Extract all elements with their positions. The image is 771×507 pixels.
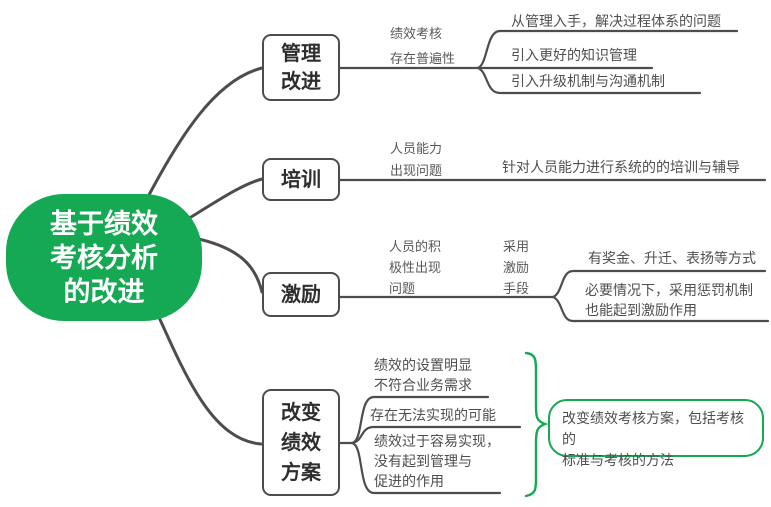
curly-brace-icon <box>524 351 549 498</box>
branch-lines-change-plan <box>338 395 522 495</box>
curve-to-motivation <box>192 236 264 294</box>
leaf-change-plan-2[interactable]: 存在无法实现的可能 <box>370 407 496 423</box>
root-topic[interactable]: 基于绩效 考核分析 的改进 <box>6 194 202 321</box>
branch-box-motivation[interactable]: 激励 <box>262 272 340 317</box>
leaf-motivation-2[interactable]: 必要情况下，采用惩罚机制 也能起到激励作用 <box>585 282 753 318</box>
edge-label-training[interactable]: 人员能力 出现问题 <box>390 141 443 178</box>
curve-to-training <box>181 177 264 224</box>
leaf-motivation-1[interactable]: 有奖金、升迁、表扬等方式 <box>588 250 756 266</box>
leaf-management-3[interactable]: 引入升级机制与沟通机制 <box>511 73 665 89</box>
branch-lines-management <box>338 29 739 95</box>
branch-lines-motivation <box>338 269 770 323</box>
leaf-change-plan-1[interactable]: 绩效的设置明显 不符合业务需求 <box>374 357 472 393</box>
root-branch-curves <box>138 66 264 446</box>
edge-label-motivation-cause[interactable]: 人员的积 极性出现 问题 <box>389 239 442 296</box>
leaf-training-1[interactable]: 针对人员能力进行系统的的培训与辅导 <box>502 159 740 175</box>
curve-to-change-plan <box>156 313 263 446</box>
leaf-management-1[interactable]: 从管理入手，解决过程体系的问题 <box>511 13 721 29</box>
edge-label-motivation-method[interactable]: 采用 激励 手段 <box>503 239 530 296</box>
leaf-change-plan-3[interactable]: 绩效过于容易实现， 没有起到管理与 促进的作用 <box>374 433 500 489</box>
curve-to-management <box>138 66 264 214</box>
branch-box-management[interactable]: 管理 改进 <box>262 34 340 101</box>
edge-label-management[interactable]: 绩效考核 存在普遍性 <box>390 26 456 66</box>
branch-box-training[interactable]: 培训 <box>262 158 340 201</box>
branch-box-change-plan[interactable]: 改变 绩效 方案 <box>262 389 340 496</box>
callout-change-plan[interactable]: 改变绩效考核方案，包括考核的 标准与考核的方法 <box>548 399 764 468</box>
leaf-management-2[interactable]: 引入更好的知识管理 <box>511 47 637 63</box>
